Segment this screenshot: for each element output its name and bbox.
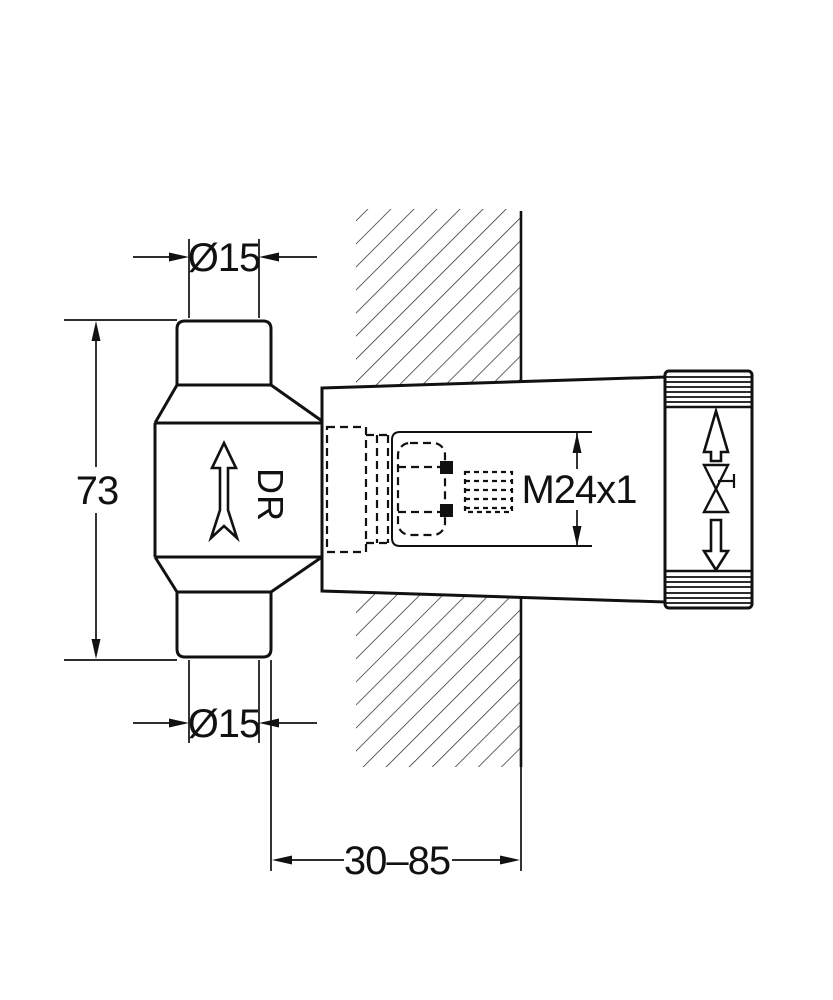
bottom-pipe — [175, 590, 273, 659]
valve-flow-symbol — [701, 406, 736, 573]
hidden-thread-spindle — [463, 470, 514, 514]
top-pipe — [175, 319, 273, 387]
seal-ring-bottom — [440, 504, 453, 517]
hidden-outlet-body — [325, 425, 368, 554]
valve-bowtie-bottom-icon — [702, 486, 730, 514]
dim-arrow-left-icon — [272, 855, 292, 865]
thread-boundary-line — [391, 431, 592, 547]
body-height-label: 73 — [76, 469, 119, 513]
bottom-diameter-label: Ø15 — [188, 702, 261, 746]
knurled-cap — [663, 369, 754, 610]
dr-marking-label: DR — [250, 468, 291, 522]
hidden-internal-parts — [325, 425, 514, 554]
dim-arrow-right-icon — [500, 855, 520, 865]
valve-body — [153, 319, 323, 659]
dim-arrow-down-icon — [572, 526, 582, 546]
dim-arrow-left-icon — [259, 718, 279, 728]
dim-arrow-up-icon — [91, 321, 101, 341]
dimension-bottom-diameter: Ø15 — [133, 660, 317, 746]
dimension-body-height: 73 — [64, 319, 177, 661]
dim-arrow-left-icon — [259, 252, 279, 262]
installation-depth-label: 30–85 — [344, 839, 450, 883]
dim-arrow-right-icon — [169, 252, 189, 262]
seal-ring-top — [440, 461, 453, 474]
top-diameter-label: Ø15 — [188, 236, 261, 280]
dim-arrow-right-icon — [169, 718, 189, 728]
flow-down-arrow-icon — [701, 518, 731, 573]
knurl-bottom-band — [665, 569, 752, 604]
dimension-thread: M24x1 — [521, 433, 638, 546]
flow-direction-arrow-icon — [208, 439, 240, 543]
knurl-top-band — [665, 376, 752, 409]
dimension-top-diameter: Ø15 — [133, 236, 317, 318]
valve-bowtie-top-icon — [702, 463, 730, 492]
dim-arrow-down-icon — [91, 639, 101, 659]
dimension-installation-depth: 30–85 — [270, 660, 522, 883]
dim-arrow-up-icon — [572, 433, 582, 453]
thread-size-label: M24x1 — [521, 468, 636, 512]
flow-up-arrow-icon — [702, 406, 730, 463]
